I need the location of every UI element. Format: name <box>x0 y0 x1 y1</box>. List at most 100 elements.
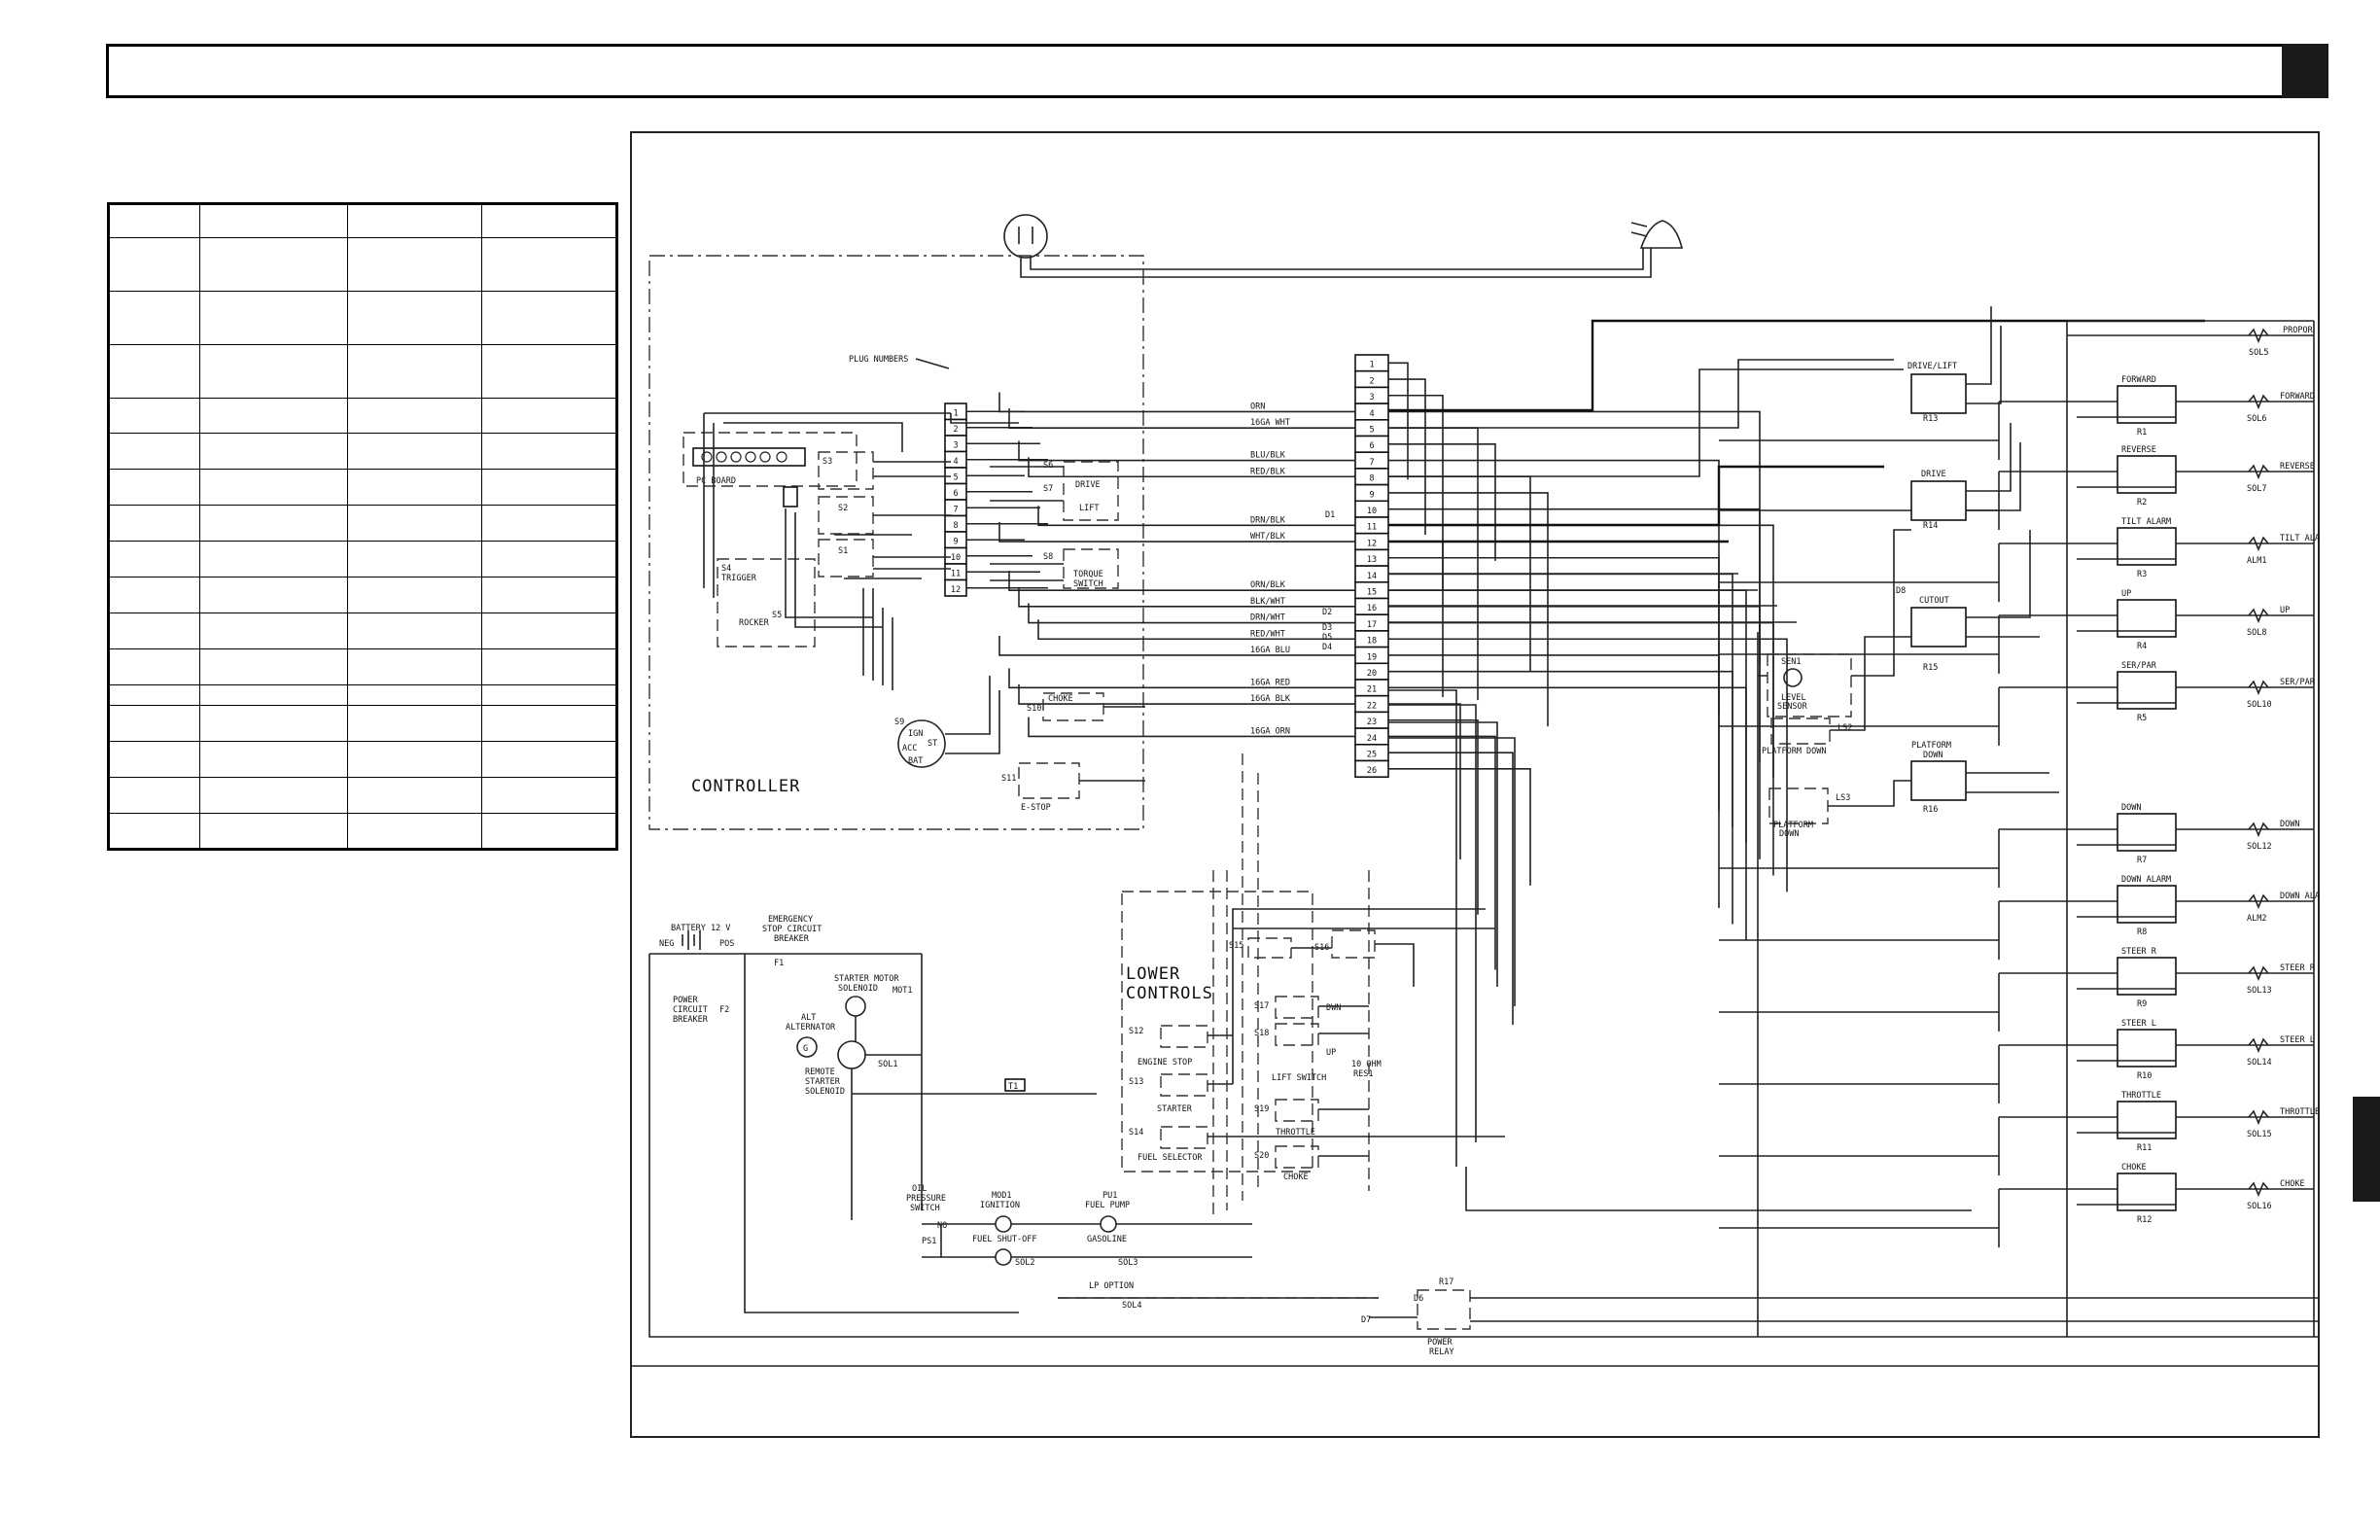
terminal-out-wire <box>1388 556 1720 811</box>
relay-output-label: SER/PAR <box>2280 678 2316 687</box>
diode-d4-label: D4 <box>1322 643 1332 652</box>
relay-id: R11 <box>2137 1143 2152 1153</box>
terminal-number: 3 <box>1369 393 1374 402</box>
ls3-label: LS3 <box>1836 793 1850 803</box>
relay-id: R9 <box>2137 999 2147 1009</box>
terminal-wire <box>1037 619 1355 641</box>
platform-down-ls2-label: PLATFORM DOWN <box>1762 747 1827 756</box>
relay-id: R7 <box>2137 856 2147 865</box>
legend-cell <box>346 741 482 778</box>
battery-neg-label: NEG <box>659 939 674 949</box>
level-sensor-line2: SENSOR <box>1777 702 1808 712</box>
terminal-out-wire <box>1388 541 1444 698</box>
schematic-frame <box>630 131 2320 1438</box>
relay-output-label: DOWN <box>2280 820 2299 829</box>
legend-row <box>107 541 618 578</box>
relay-name: THROTTLE <box>2121 1091 2161 1101</box>
relay-name: DOWN ALARM <box>2121 875 2171 885</box>
terminal-out-wire <box>1388 654 1720 908</box>
plug-numbers-label: PLUG NUMBERS <box>849 355 908 365</box>
solenoid-id: SOL14 <box>2247 1058 2272 1068</box>
fuel-shutoff-label: FUEL SHUT-OFF <box>972 1235 1037 1244</box>
r13-label: R13 <box>1923 414 1938 424</box>
drive-lift-label: DRIVE/LIFT <box>1908 362 1957 371</box>
legend-cell <box>346 505 482 542</box>
platform-down-ls3-line1: PLATFORM <box>1773 821 1813 830</box>
terminal-out-wire <box>1388 378 1426 536</box>
choke-lower-label: CHOKE <box>1283 1172 1309 1182</box>
legend-cell <box>346 812 482 851</box>
legend-cell <box>480 343 618 399</box>
wire-color-label: ORN <box>1250 402 1265 411</box>
relay-output-label: DOWN ALARM <box>2280 892 2320 901</box>
plug-number: 11 <box>951 570 961 579</box>
terminal-wire <box>1037 506 1355 527</box>
estop-label: E-STOP <box>1021 803 1051 813</box>
terminal-wire <box>1008 571 1355 591</box>
terminal-out-wire <box>1388 606 1761 859</box>
legend-cell <box>199 469 348 507</box>
solenoid-icon <box>2248 965 2269 982</box>
lift-switch-lower-label: LIFT SWITCH <box>1272 1073 1326 1083</box>
legend-cell <box>346 612 482 650</box>
legend-cell <box>199 505 348 542</box>
terminal-wire <box>1008 408 1355 429</box>
drive-switch-label: DRIVE <box>1075 480 1101 490</box>
legend-cell <box>107 343 201 399</box>
terminal-out-wire <box>1388 573 1733 827</box>
plug-number: 8 <box>953 521 958 531</box>
diode-d1-label: D1 <box>1325 510 1335 520</box>
legend-cell <box>107 741 201 778</box>
legend-row <box>107 469 618 507</box>
ign-label: IGN <box>908 729 923 739</box>
legend-cell <box>346 541 482 578</box>
legend-cell <box>107 505 201 542</box>
starter-motor-line1: STARTER MOTOR <box>834 974 899 984</box>
terminal-out-wire <box>1388 686 1747 941</box>
terminal-number: 11 <box>1367 523 1377 533</box>
wire-color-label: BLU/BLK <box>1250 451 1286 461</box>
switch-s6-label: S6 <box>1043 461 1053 471</box>
side-tab-block <box>2353 1097 2380 1202</box>
relay-name: CHOKE <box>2121 1163 2147 1172</box>
terminal-number: 21 <box>1367 685 1377 695</box>
alternator-label: ALTERNATOR <box>786 1023 836 1032</box>
torque-label: TORQUE <box>1073 570 1103 579</box>
legend-row <box>107 612 618 650</box>
terminal-number: 26 <box>1367 766 1377 776</box>
legend-cell <box>346 469 482 507</box>
terminal-out-wire <box>1388 508 1761 762</box>
diode-d8-label: D8 <box>1896 586 1906 596</box>
relay-name: DOWN <box>2121 803 2141 813</box>
remote-starter-line2: STARTER <box>805 1077 841 1087</box>
legend-cell <box>199 741 348 778</box>
fuse-f1-label: F1 <box>774 959 784 968</box>
bus-wire <box>1388 359 1894 429</box>
legend-cell <box>480 683 618 707</box>
wire-color-label: BLK/WHT <box>1250 597 1285 607</box>
legend-cell <box>107 612 201 650</box>
legend-cell <box>107 433 201 471</box>
wire-color-label: 16GA BLU <box>1250 646 1290 655</box>
legend-cell <box>107 541 201 578</box>
legend-row <box>107 343 618 399</box>
relay-output-label: REVERSE <box>2280 462 2315 472</box>
terminal-out-wire <box>1388 670 1733 925</box>
mod1-label: MOD1 <box>992 1191 1011 1201</box>
legend-cell <box>107 705 201 743</box>
power-relay-line1: POWER <box>1427 1338 1452 1348</box>
remote-starter-line3: SOLENOID <box>805 1087 845 1097</box>
diode-d7-label: D7 <box>1361 1315 1371 1325</box>
choke-switch-label: CHOKE <box>1048 694 1073 704</box>
solenoid-icon <box>2248 680 2269 696</box>
solenoid-icon <box>2248 822 2269 838</box>
lower-controls-title-2: CONTROLS <box>1126 984 1213 1003</box>
legend-row <box>107 683 618 707</box>
wire-color-label: RED/WHT <box>1250 629 1285 639</box>
propor-sol-label: SOL5 <box>2249 348 2268 358</box>
switch-s3-label: S3 <box>822 457 832 467</box>
legend-cell <box>107 236 201 292</box>
legend-cell <box>199 812 348 851</box>
platform-down-relay-line2: DOWN <box>1923 751 1942 760</box>
